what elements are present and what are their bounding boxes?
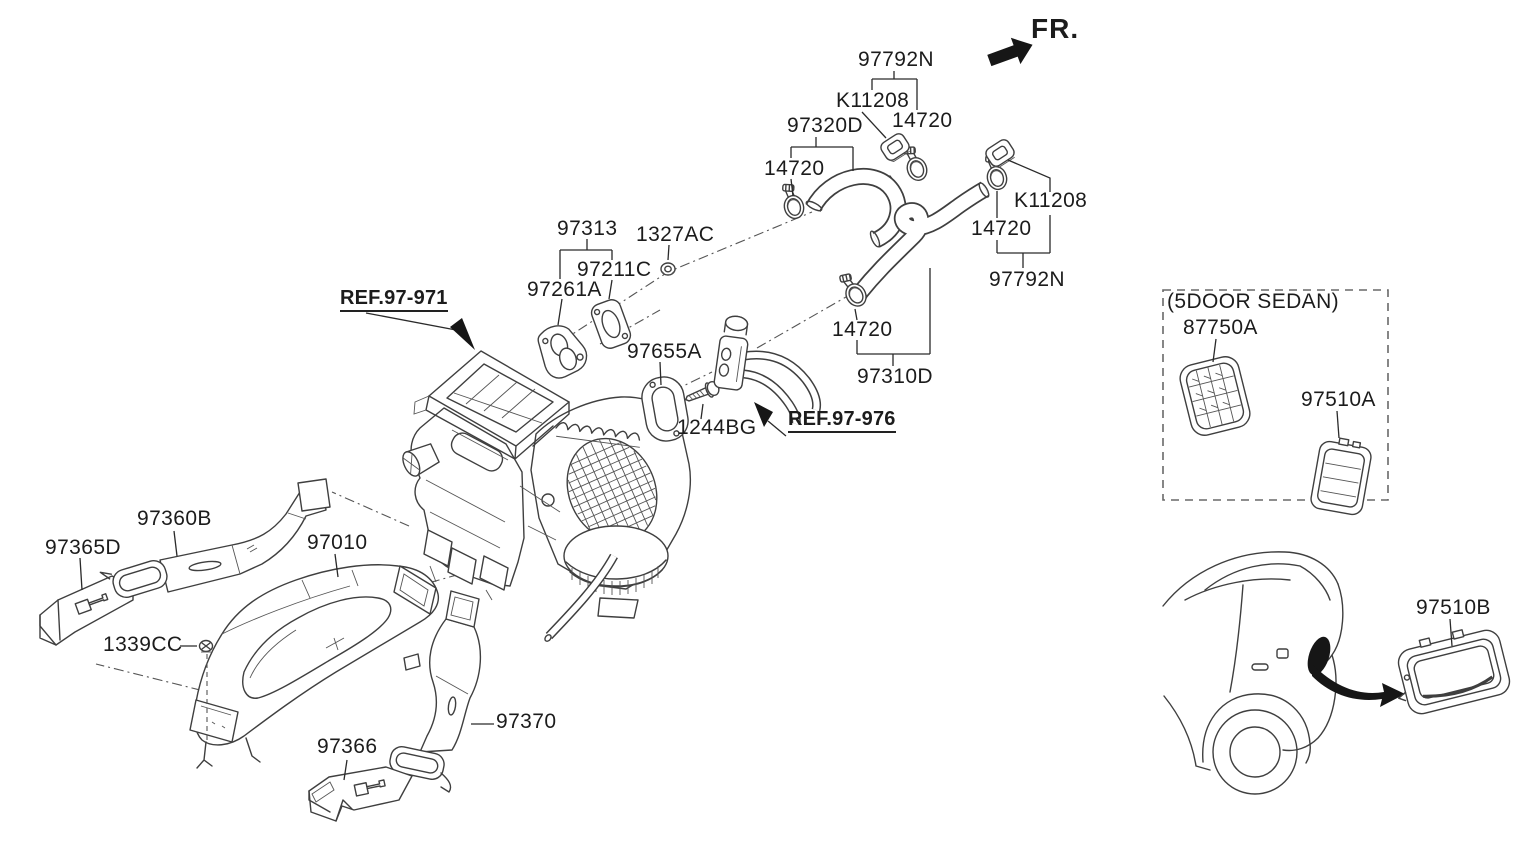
part-label-97211c: 97211C	[577, 258, 652, 281]
vent-97510b-drawing	[1397, 629, 1511, 715]
fr-direction-label: FR.	[1031, 13, 1080, 44]
part-label-k11208-top: K11208	[836, 89, 910, 112]
duct-97010-drawing	[189, 564, 440, 769]
part-label-97360b: 97360B	[137, 507, 212, 530]
pointer-swoosh-arrow-icon	[1312, 664, 1405, 707]
part-label-97310d: 97310D	[857, 365, 933, 388]
expansion-valve-drawing	[713, 315, 822, 426]
part-label-87750a: 87750A	[1183, 316, 1258, 339]
part-label-97261a: 97261A	[527, 278, 602, 301]
variant-box	[1162, 289, 1389, 516]
ref-976-arrow-icon	[754, 402, 773, 427]
ref-971-arrow-icon	[450, 318, 475, 350]
nut-1327ac-drawing	[660, 262, 676, 276]
part-label-k11208-right: K11208	[1014, 189, 1088, 212]
part-label-97320d: 97320D	[787, 114, 863, 137]
part-label-97366: 97366	[317, 735, 378, 758]
hvac-unit-drawing	[402, 350, 692, 642]
part-label-14720-right: 14720	[971, 217, 1032, 240]
part-label-97655a: 97655A	[627, 340, 702, 363]
part-label-1244bg: 1244BG	[677, 416, 757, 439]
gasket-97655a-drawing	[641, 376, 689, 442]
grommet-k11208-right-drawing	[982, 136, 1018, 171]
gasket-97261a-drawing	[537, 325, 588, 379]
duct-97360b-drawing	[99, 478, 331, 598]
leader-lines	[79, 71, 1453, 781]
duct-97365d-drawing	[39, 575, 134, 646]
grille-87750a-drawing	[1179, 356, 1251, 436]
part-label-97365d: 97365D	[45, 536, 121, 559]
part-label-97313: 97313	[557, 217, 618, 240]
mesh-grid	[566, 437, 658, 543]
fr-direction-arrow-icon	[987, 37, 1033, 67]
part-label-97370: 97370	[496, 710, 557, 733]
part-label-1339cc: 1339CC	[103, 633, 183, 656]
part-label-1327ac: 1327AC	[636, 223, 715, 246]
hose-97320d-drawing	[805, 167, 907, 248]
screw-1244bg-drawing	[685, 380, 720, 402]
part-label-97510a: 97510A	[1301, 388, 1376, 411]
part-label-14720-top: 14720	[892, 109, 953, 132]
clip-1339cc-drawing	[198, 639, 214, 653]
part-label-14720-mid: 14720	[832, 318, 893, 341]
duct-97366-drawing	[308, 766, 413, 822]
duct-97370-drawing	[389, 590, 482, 793]
ref-callout-97-971: REF.97-971	[340, 288, 448, 312]
gasket-97211c-drawing	[590, 299, 632, 349]
vent-97510a-drawing	[1310, 437, 1372, 516]
part-label-97792n-right: 97792N	[989, 268, 1065, 291]
part-label-97010: 97010	[307, 531, 368, 554]
part-label-97792n-top: 97792N	[858, 48, 934, 71]
part-label-97510b: 97510B	[1416, 596, 1491, 619]
part-label-14720-left: 14720	[764, 157, 825, 180]
variant-box-title: (5DOOR SEDAN)	[1167, 290, 1340, 313]
ref-callout-97-976: REF.97-976	[788, 409, 896, 433]
